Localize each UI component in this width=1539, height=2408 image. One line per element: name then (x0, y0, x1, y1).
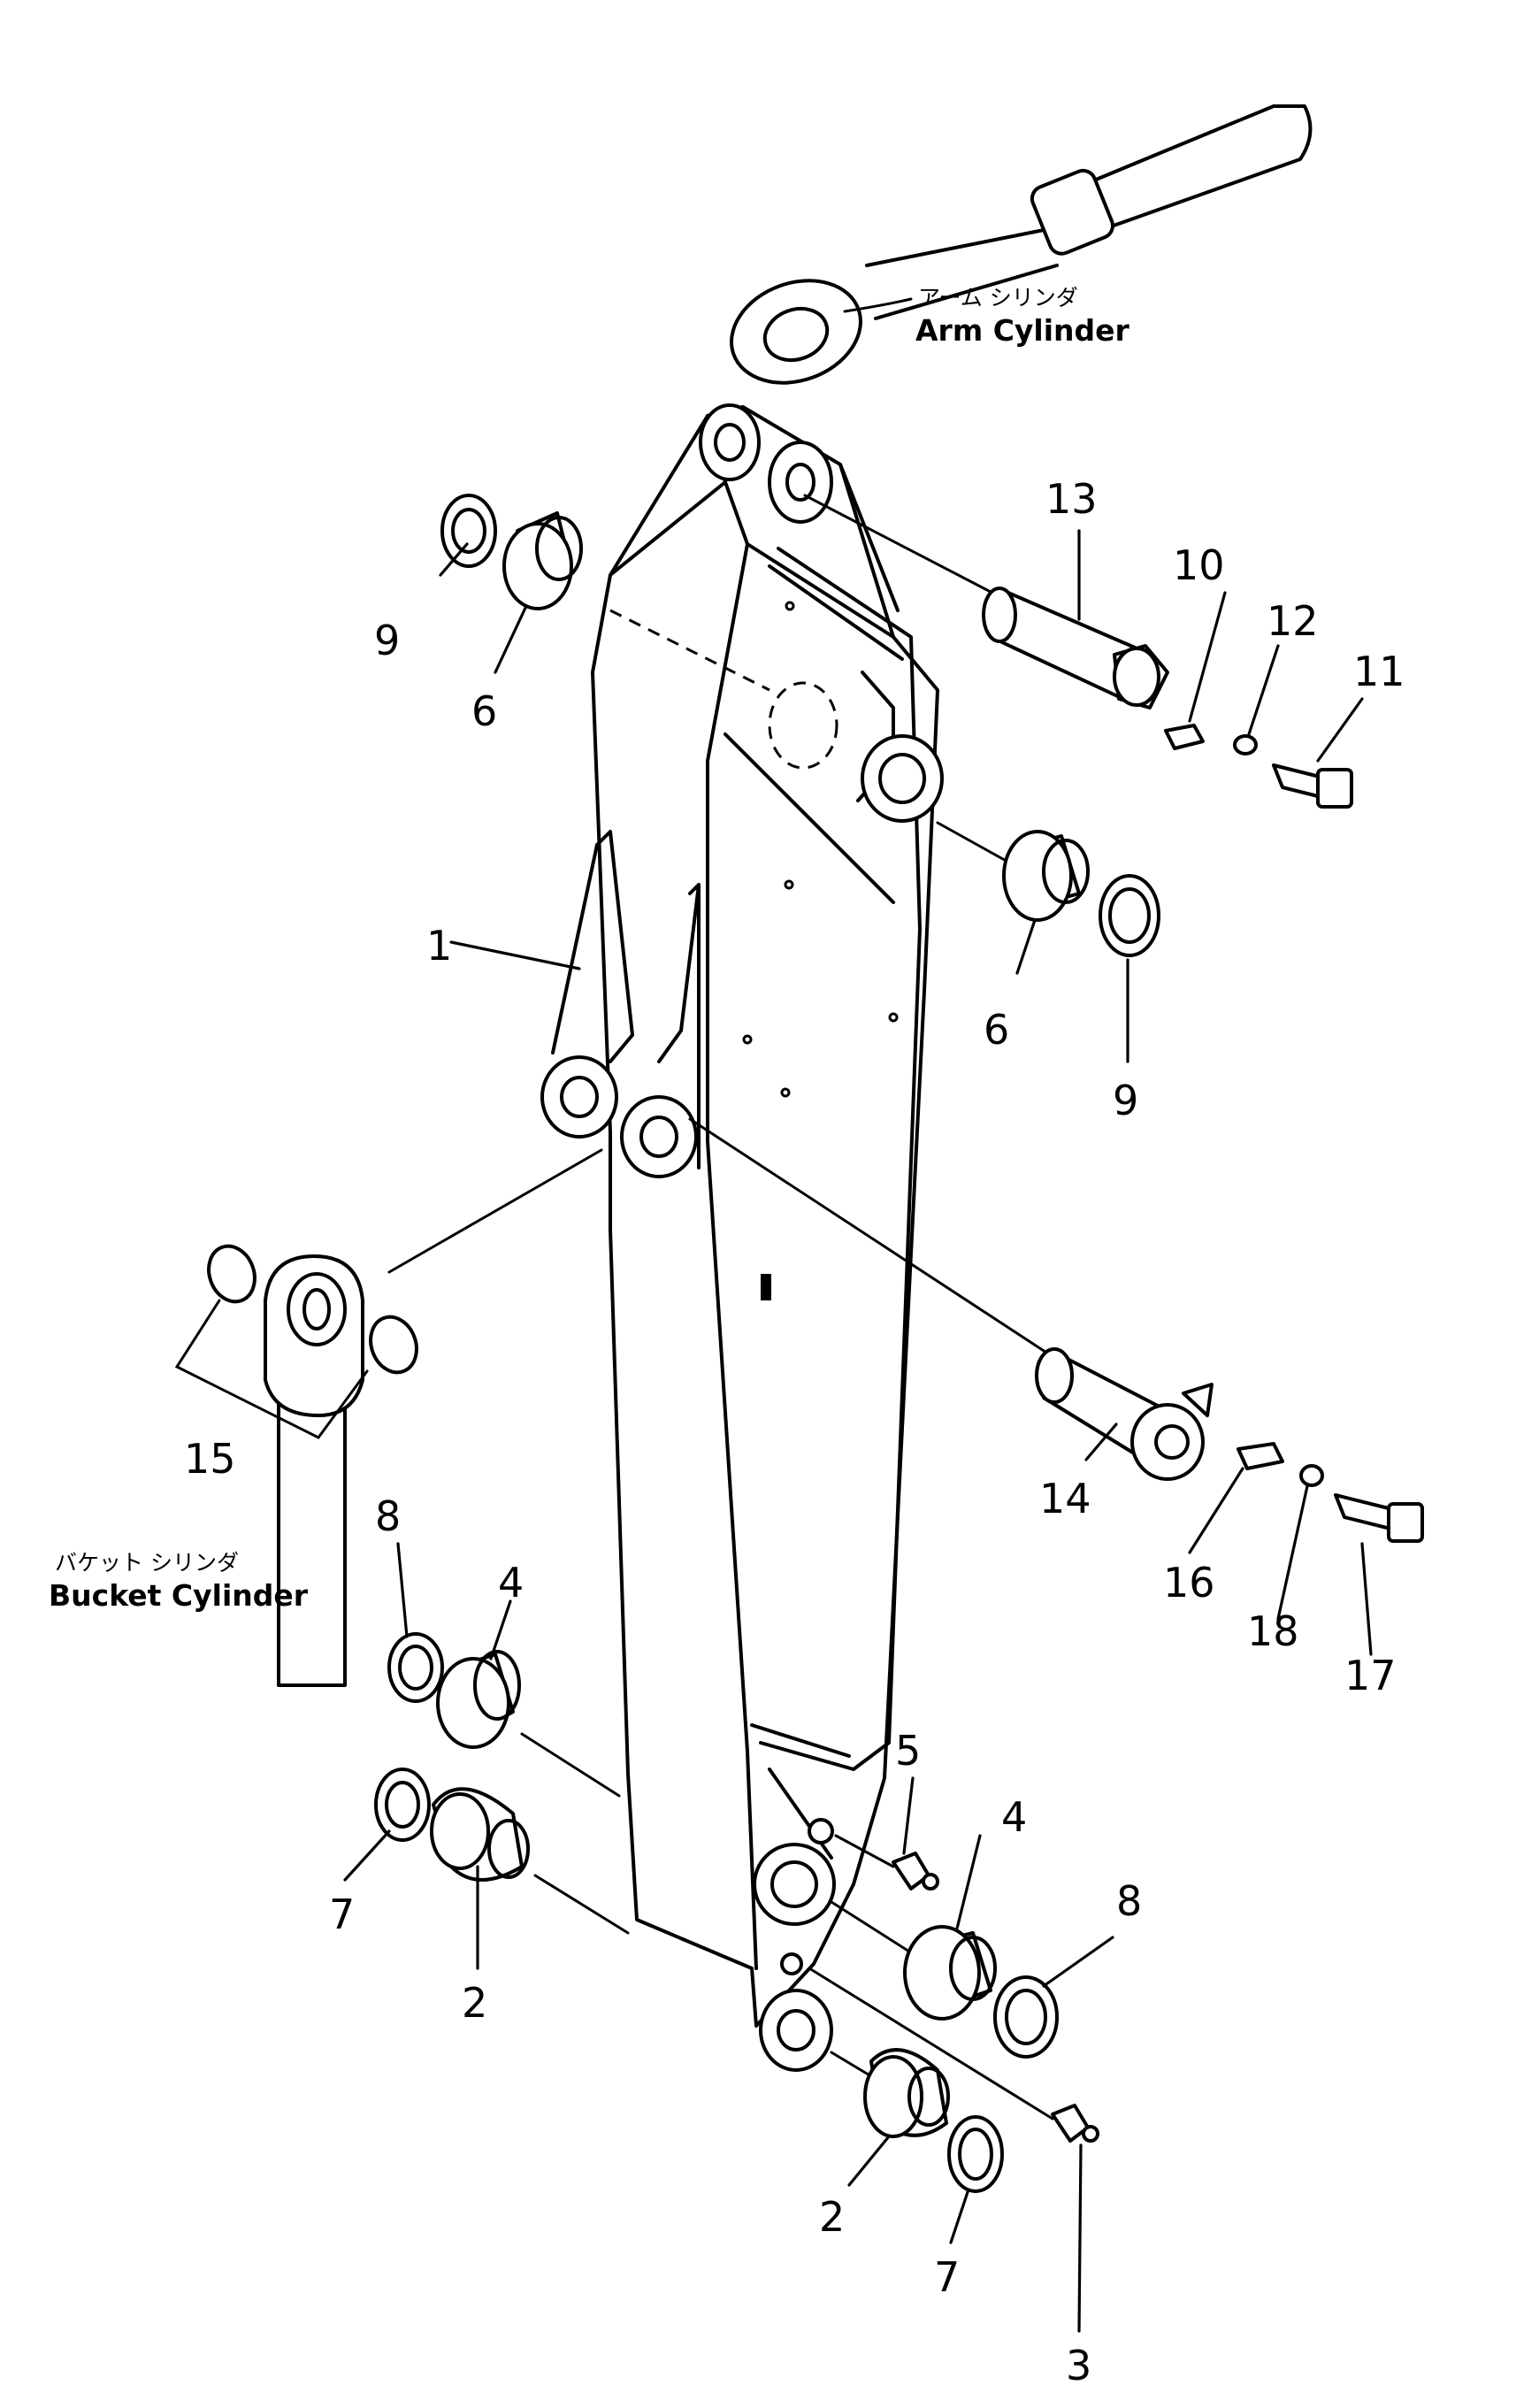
callout-6a: 6 (471, 687, 497, 735)
callout-6b: 6 (984, 1006, 1009, 1054)
callout-16: 16 (1163, 1559, 1215, 1607)
callout-8a: 8 (375, 1492, 401, 1540)
arm-cylinder-drawing (730, 104, 1313, 385)
callout-17: 17 (1344, 1652, 1397, 1699)
bucket-cylinder-drawing (174, 1148, 603, 1687)
arm-body (540, 403, 944, 2072)
callout-15: 15 (184, 1435, 236, 1483)
callout-1: 1 (426, 922, 452, 970)
callout-10: 10 (1173, 541, 1225, 589)
callout-18: 18 (1247, 1607, 1299, 1655)
hardware-10-12-11 (1164, 724, 1353, 809)
bucket-cylinder-jp-label: バケット シリンダ (55, 1550, 239, 1576)
pin-14 (688, 1117, 1214, 1481)
callout-7a: 7 (329, 1890, 355, 1938)
callout-3: 3 (1066, 2342, 1091, 2389)
callout-7b: 7 (934, 2253, 960, 2301)
part-number-callouts: 1 2 2 3 4 4 5 6 6 7 7 8 8 9 9 10 11 12 1… (184, 475, 1405, 2389)
pin-13 (803, 494, 1169, 709)
arm-cylinder-jp-label: アーム シリンダ (918, 285, 1078, 311)
callout-12: 12 (1267, 597, 1319, 645)
bucket-cylinder-label: Bucket Cylinder (49, 1578, 309, 1613)
bushing-seal-upper-left (440, 494, 770, 692)
callout-11: 11 (1353, 648, 1405, 695)
bushings-lower-left (374, 1632, 630, 1935)
hardware-16-18-17 (1237, 1442, 1424, 1543)
callout-2a: 2 (462, 1979, 487, 2027)
callout-5: 5 (895, 1727, 921, 1775)
bushing-seal-center-right (936, 821, 1160, 957)
callout-9a: 9 (374, 617, 400, 664)
callout-4b: 4 (1001, 1793, 1027, 1841)
callout-13: 13 (1045, 475, 1098, 523)
leader-lines (343, 529, 1373, 2333)
arm-cylinder-label: Arm Cylinder (915, 313, 1130, 348)
bushings-lower-right (808, 1834, 1099, 2193)
callout-8b: 8 (1116, 1877, 1142, 1925)
callout-9b: 9 (1113, 1077, 1138, 1124)
callout-14: 14 (1039, 1475, 1091, 1522)
callout-4a: 4 (498, 1559, 524, 1607)
callout-2b: 2 (819, 2193, 845, 2241)
